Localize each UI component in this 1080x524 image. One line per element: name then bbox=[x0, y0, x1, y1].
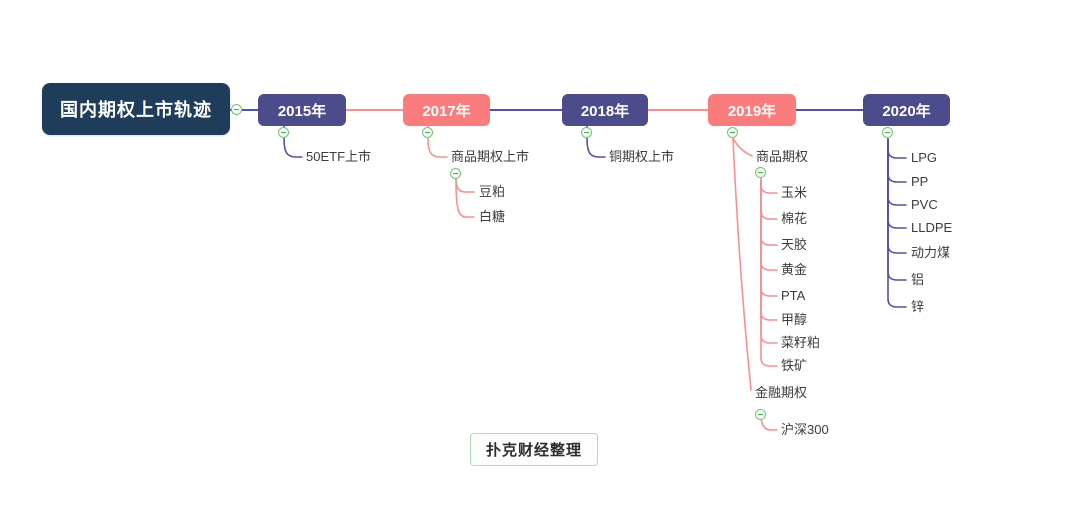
leaf-node-rapeseed-meal[interactable]: 菜籽粕 bbox=[781, 335, 821, 350]
leaf-node-aluminum[interactable]: 铝 bbox=[911, 272, 925, 287]
collapse-button-2015[interactable] bbox=[278, 127, 289, 138]
leaf-node-pta[interactable]: PTA bbox=[781, 288, 806, 303]
collapse-button-2017[interactable] bbox=[422, 127, 433, 138]
source-credit-box: 扑克财经整理 bbox=[470, 433, 598, 466]
branch-node-commodity-2017[interactable]: 商品期权上市 bbox=[451, 149, 530, 164]
leaf-node-methanol[interactable]: 甲醇 bbox=[781, 312, 808, 327]
leaf-node-corn[interactable]: 玉米 bbox=[781, 185, 808, 200]
leaf-node-soybean-meal[interactable]: 豆粕 bbox=[479, 184, 506, 199]
leaf-node-lpg[interactable]: LPG bbox=[911, 150, 938, 165]
year-node-2015[interactable]: 2015年 bbox=[258, 94, 346, 126]
year-node-2019[interactable]: 2019年 bbox=[708, 94, 796, 126]
leaf-node-zinc[interactable]: 锌 bbox=[911, 299, 925, 314]
collapse-button-2018[interactable] bbox=[581, 127, 592, 138]
leaf-node-lldpe[interactable]: LLDPE bbox=[911, 220, 953, 235]
year-node-2017[interactable]: 2017年 bbox=[403, 94, 490, 126]
collapse-button-financial-2019[interactable] bbox=[755, 409, 766, 420]
leaf-node-cotton[interactable]: 棉花 bbox=[781, 211, 808, 226]
leaf-node-thermal-coal[interactable]: 动力煤 bbox=[911, 245, 951, 260]
leaf-node-copper[interactable]: 铜期权上市 bbox=[609, 149, 675, 164]
leaf-node-rubber[interactable]: 天胶 bbox=[781, 237, 808, 252]
leaf-node-50etf[interactable]: 50ETF上市 bbox=[306, 149, 372, 164]
collapse-button-2019[interactable] bbox=[727, 127, 738, 138]
leaf-node-pvc[interactable]: PVC bbox=[911, 197, 938, 212]
leaf-node-gold[interactable]: 黄金 bbox=[781, 262, 808, 277]
leaf-node-pp[interactable]: PP bbox=[911, 174, 929, 189]
leaf-node-white-sugar[interactable]: 白糖 bbox=[479, 209, 506, 224]
collapse-button-commodity-2019[interactable] bbox=[755, 167, 766, 178]
collapse-button-root[interactable] bbox=[231, 104, 242, 115]
root-topic[interactable]: 国内期权上市轨迹 bbox=[42, 83, 230, 135]
leaf-node-csi300[interactable]: 沪深300 bbox=[781, 422, 829, 437]
year-node-2018[interactable]: 2018年 bbox=[562, 94, 648, 126]
collapse-button-commodity-2017[interactable] bbox=[450, 168, 461, 179]
branch-node-commodity-2019[interactable]: 商品期权 bbox=[756, 149, 809, 164]
leaf-node-iron-ore[interactable]: 铁矿 bbox=[781, 358, 808, 373]
collapse-button-2020[interactable] bbox=[882, 127, 893, 138]
branch-node-financial-2019[interactable]: 金融期权 bbox=[755, 385, 808, 400]
year-node-2020[interactable]: 2020年 bbox=[863, 94, 950, 126]
